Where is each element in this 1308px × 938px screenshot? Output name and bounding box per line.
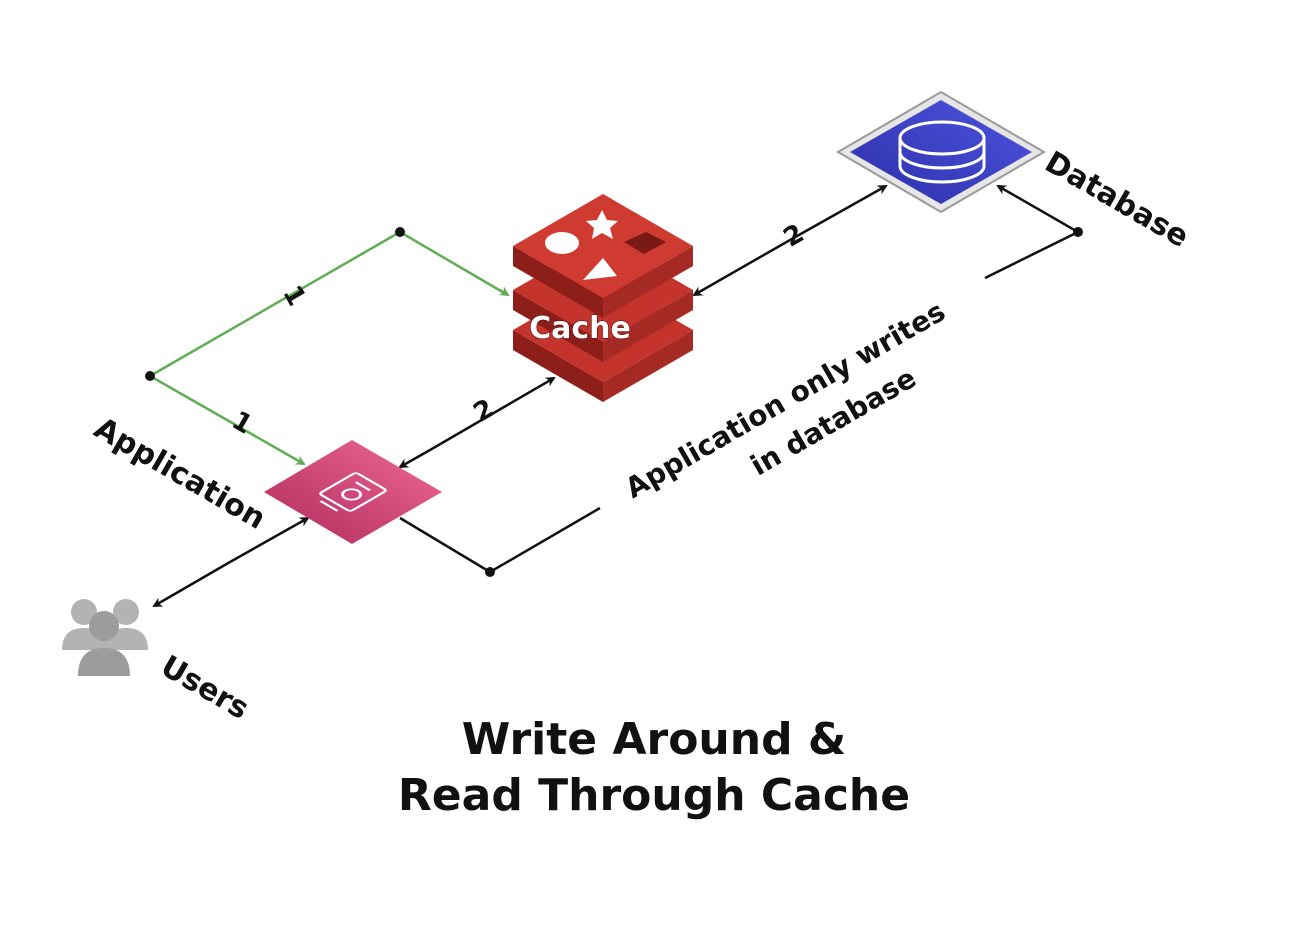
junction-dot	[1073, 227, 1083, 237]
users-app-edge	[152, 516, 310, 608]
app-cache-read-edge	[398, 376, 556, 469]
database-node	[836, 90, 1046, 214]
app-db-write-edge	[399, 184, 1083, 577]
edge-label-cache-db: 2	[779, 219, 810, 254]
database-label: Database	[1039, 145, 1195, 255]
junction-dot	[145, 371, 155, 381]
cache-layer-top	[513, 194, 693, 318]
diagram-title-line2: Read Through Cache	[397, 770, 911, 821]
cache-node	[513, 194, 693, 402]
write-path-edge	[145, 227, 510, 466]
application-node	[264, 440, 442, 544]
junction-dot	[485, 567, 495, 577]
edge-label-write: 1	[276, 281, 311, 312]
mobile-cloud-app-icon	[319, 472, 387, 512]
users-group-icon	[62, 599, 148, 676]
cache-label: Cache	[529, 311, 631, 346]
junction-dot	[395, 227, 405, 237]
diagram-title-line1: Write Around &	[461, 714, 847, 765]
redis-stack-icon	[545, 210, 666, 280]
cache-db-read-edge	[692, 184, 888, 297]
database-cylinder-icon	[898, 120, 986, 184]
